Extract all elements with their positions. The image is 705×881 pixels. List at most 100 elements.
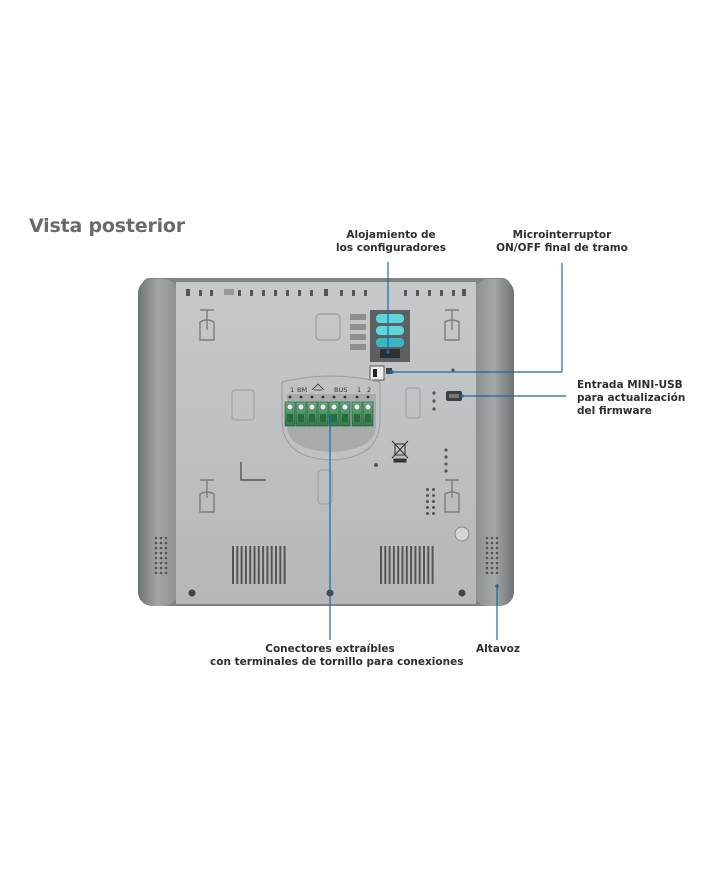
vent-slot	[405, 546, 408, 584]
terminal-label-bm: BM	[297, 386, 307, 394]
terminal-socket	[331, 414, 337, 422]
vent-slot	[262, 546, 265, 584]
speaker-dot	[154, 566, 158, 570]
speaker-dot	[495, 536, 499, 540]
configurator-housing	[350, 310, 410, 362]
terminal-connectors	[284, 395, 374, 427]
vent-slot	[431, 546, 434, 584]
speaker-dot	[490, 536, 494, 540]
grille-dot	[426, 512, 429, 515]
speaker-dot	[159, 561, 163, 565]
vent-slot	[253, 546, 256, 584]
grille-dot	[432, 494, 435, 497]
callout-speaker: Altavoz	[476, 643, 520, 655]
speaker-dot	[159, 546, 163, 550]
vent-slot	[236, 546, 239, 584]
terminal-socket	[342, 414, 348, 422]
vent-slot	[270, 546, 273, 584]
speaker-dot	[164, 561, 168, 565]
speaker-dot	[159, 536, 163, 540]
terminal-pin	[288, 395, 292, 399]
speaker-dot	[154, 556, 158, 560]
speaker-dot	[495, 556, 499, 560]
terminal-socket	[320, 414, 326, 422]
speaker-dot	[164, 556, 168, 560]
page-title: Vista posterior	[29, 215, 185, 237]
vent-slot	[423, 546, 425, 584]
vent-slot	[418, 546, 421, 584]
vent-slot	[414, 546, 417, 584]
speaker-dot	[490, 556, 494, 560]
vent-slot	[257, 546, 260, 584]
grille-dot	[426, 500, 429, 503]
speaker-dot	[164, 571, 168, 575]
speaker-dot	[485, 566, 489, 570]
callout-configurators: Alojamiento de los configuradores	[336, 229, 446, 254]
ground-symbol-icon	[311, 383, 325, 391]
callout-mini-usb: Entrada MINI-USB para actualización del …	[577, 379, 686, 417]
vent-slot	[240, 546, 243, 584]
speaker-dot	[159, 556, 163, 560]
vent-slot	[384, 546, 387, 584]
terminal-socket	[298, 414, 304, 422]
terminal-pin	[332, 395, 336, 399]
terminal-pin	[355, 395, 359, 399]
speaker-dot	[154, 541, 158, 545]
grille-dot	[426, 488, 429, 491]
speaker-dot	[154, 551, 158, 555]
speaker-dot	[495, 561, 499, 565]
vent-slot	[388, 546, 391, 584]
speaker-dot	[490, 571, 494, 575]
callout-microswitch: Microinterruptor ON/OFF final de tramo	[496, 229, 628, 254]
terminal-screw	[308, 403, 316, 411]
speaker-dot	[495, 566, 499, 570]
grille-dot	[426, 494, 429, 497]
bottom-vents	[232, 546, 434, 584]
speaker-dot	[159, 566, 163, 570]
callout-lines	[329, 262, 566, 640]
speaker-dot	[164, 546, 168, 550]
speaker-dot	[164, 551, 168, 555]
terminal-label-1: 1	[290, 386, 294, 394]
grille-dot	[432, 500, 435, 503]
terminal-pin	[366, 395, 370, 399]
grille-dot	[432, 506, 435, 509]
speaker-dot	[164, 541, 168, 545]
speaker-dot	[164, 566, 168, 570]
terminal-screw	[364, 403, 372, 411]
speaker-dot	[495, 571, 499, 575]
vent-slot	[232, 546, 234, 584]
grille-dot	[432, 512, 435, 515]
speaker-grille	[426, 488, 435, 515]
vent-slot	[266, 546, 269, 584]
terminal-pin	[343, 395, 347, 399]
vent-slot	[397, 546, 400, 584]
grille-dot	[426, 506, 429, 509]
terminal-screw	[286, 403, 294, 411]
vent-slot	[283, 546, 286, 584]
terminal-label-bus: BUS	[334, 386, 347, 394]
speaker-dot	[154, 571, 158, 575]
speaker-dot	[485, 546, 489, 550]
mini-usb-port	[446, 391, 462, 401]
side-dot-grids	[154, 536, 499, 575]
speaker-dot	[495, 541, 499, 545]
speaker-dot	[490, 561, 494, 565]
vent-slot	[427, 546, 430, 584]
bottom-screws	[188, 526, 470, 597]
speaker-dot	[495, 551, 499, 555]
terminal-pin	[321, 395, 325, 399]
speaker-dot	[159, 551, 163, 555]
speaker-dot	[154, 536, 158, 540]
speaker-dot	[485, 536, 489, 540]
callout-dots	[328, 350, 499, 588]
speaker-dot	[154, 561, 158, 565]
speaker-dot	[485, 571, 489, 575]
terminal-screw	[297, 403, 305, 411]
speaker-dot	[490, 566, 494, 570]
microswitch	[369, 365, 392, 381]
vent-slot	[275, 546, 277, 584]
speaker-dot	[154, 546, 158, 550]
terminal-socket	[309, 414, 315, 422]
terminal-pin	[310, 395, 314, 399]
